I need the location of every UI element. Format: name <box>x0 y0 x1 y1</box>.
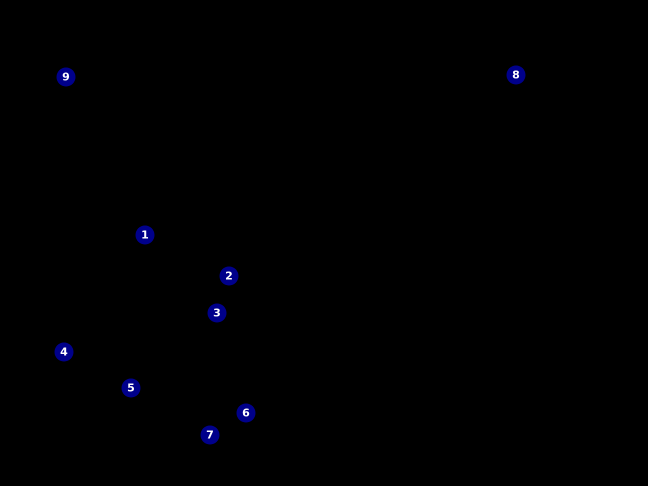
mark-badge-6[interactable]: 6 <box>236 403 256 423</box>
mark-badge-4[interactable]: 4 <box>54 342 74 362</box>
mark-badge-9[interactable]: 9 <box>56 67 76 87</box>
mark-badge-5[interactable]: 5 <box>121 378 141 398</box>
mark-badge-2[interactable]: 2 <box>219 266 239 286</box>
mark-badge-7[interactable]: 7 <box>200 425 220 445</box>
mark-badge-1[interactable]: 1 <box>135 225 155 245</box>
mark-badge-3[interactable]: 3 <box>207 303 227 323</box>
mark-badge-8[interactable]: 8 <box>506 65 526 85</box>
